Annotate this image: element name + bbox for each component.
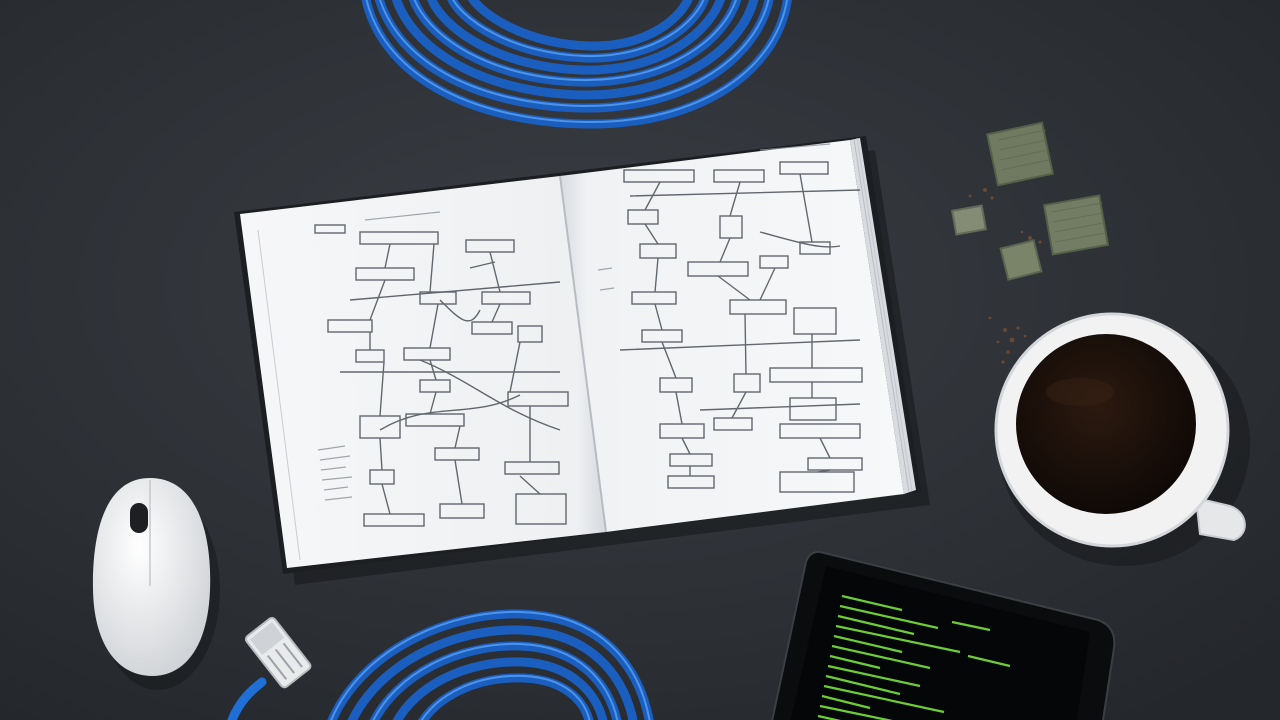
rj45-plug (227, 616, 312, 720)
chip (950, 204, 988, 236)
right-page-notes (597, 143, 831, 291)
coffee-surface (1016, 334, 1196, 514)
heatsink-chips (950, 121, 1110, 281)
network-diagram-left (314, 224, 569, 527)
computer-mouse (92, 478, 220, 690)
right-page (560, 140, 904, 532)
chip (999, 239, 1043, 281)
chip (1042, 194, 1110, 256)
terminal-text-lines (817, 594, 1011, 720)
cup-handle (1194, 496, 1246, 542)
open-notebook (234, 136, 921, 574)
network-diagram-right (619, 161, 863, 493)
blue-cable-bottom (327, 609, 654, 720)
page-edges (850, 138, 916, 494)
tablet-terminal (771, 550, 1116, 720)
left-page-notes (317, 211, 441, 501)
chip (986, 121, 1054, 187)
notebook-spine (559, 175, 607, 533)
blue-cable-top (361, 0, 792, 129)
scroll-wheel (130, 503, 148, 533)
tablet-screen (790, 566, 1090, 720)
coffee-grounds (968, 188, 1042, 364)
mouse-body (92, 478, 211, 676)
coffee-cup (994, 312, 1250, 566)
